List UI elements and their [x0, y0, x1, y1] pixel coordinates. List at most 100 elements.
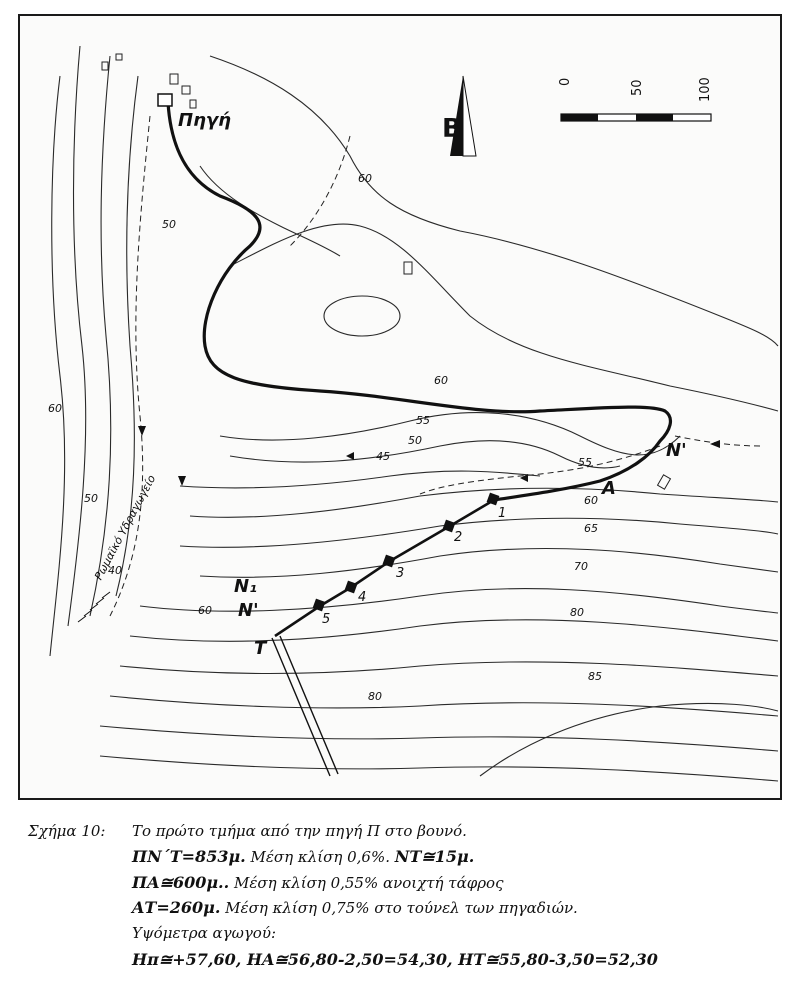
caption-line-2: ΠΝ΄Τ=853μ. Μέση κλίση 0,6%. ΝΤ≅15μ. — [132, 847, 474, 866]
stream-line — [109, 115, 151, 617]
point-a-label: A — [602, 478, 616, 499]
contour-line — [119, 661, 779, 677]
contour-label: 60 — [198, 604, 212, 617]
contour-line — [49, 75, 66, 657]
building — [403, 261, 413, 275]
contour-line — [199, 165, 341, 257]
shaft-marker — [312, 598, 326, 612]
scale-bar — [560, 113, 712, 122]
contour-line — [229, 440, 621, 469]
contour-line — [209, 55, 779, 347]
caption-line-4: ΑΤ=260μ. Μέση κλίση 0,75% στο τούνελ των… — [132, 898, 578, 917]
shaft-marker — [344, 580, 358, 594]
contour-label: 45 — [376, 450, 390, 463]
contour-line — [89, 55, 112, 617]
caption-line-4-bold: ΑΤ=260μ. — [132, 898, 221, 917]
contour-label: 80 — [368, 690, 382, 703]
contour-label: 50 — [408, 434, 422, 447]
building — [169, 73, 179, 85]
building — [101, 61, 109, 71]
stream-line — [419, 445, 661, 495]
aqueduct-channel — [166, 101, 673, 502]
hatching — [77, 591, 111, 623]
scale-tick-100: 100 — [698, 77, 713, 102]
topographic-map: Πηγή Β 0 50 100 A N' N₁ N' T Ρωμαϊκό Υδρ… — [18, 14, 782, 800]
shaft-label-5: 5 — [322, 612, 331, 627]
source-label: Πηγή — [178, 110, 231, 131]
shaft-label-2: 2 — [454, 530, 463, 545]
caption-line-5: Υψόμετρα αγωγού: — [132, 924, 277, 942]
building — [181, 85, 191, 95]
caption-line-3: ΠΑ≅600μ.. Μέση κλίση 0,55% ανοιχτή τάφρο… — [132, 873, 503, 892]
building — [656, 474, 672, 490]
contour-line — [109, 695, 779, 717]
stream-line — [289, 135, 351, 247]
contour-label: 55 — [578, 456, 592, 469]
contour-hilltop — [323, 295, 401, 337]
shaft-label-3: 3 — [396, 566, 405, 581]
point-n-prime-label: N' — [666, 440, 687, 461]
contour-line — [179, 470, 541, 489]
contour-label: 60 — [358, 172, 372, 185]
stream-lines — [109, 115, 761, 617]
shaft-marker — [486, 492, 500, 506]
contour-label: 50 — [84, 492, 98, 505]
source-box — [157, 93, 173, 107]
outlet-channel — [271, 635, 339, 777]
contour-label: 70 — [574, 560, 588, 573]
contour-line — [479, 702, 779, 777]
shaft-label-4: 4 — [358, 590, 367, 605]
contour-line — [219, 412, 681, 456]
contour-label: 60 — [434, 374, 448, 387]
caption-line-1: Το πρώτο τμήμα από την πηγή Π στο βουνό. — [132, 822, 467, 840]
shaft-label-1: 1 — [498, 506, 507, 521]
contour-line — [99, 725, 779, 752]
flow-arrow — [710, 440, 720, 448]
caption-line-2-bold: ΠΝ΄Τ=853μ. — [132, 847, 246, 866]
building — [189, 99, 197, 109]
point-t-label: T — [254, 638, 267, 659]
contour-line — [115, 75, 139, 597]
caption-line-6: Ηπ≅+57,60, ΗΑ≅56,80-2,50=54,30, ΗΤ≅55,80… — [132, 950, 658, 969]
map-drawing — [49, 45, 779, 782]
caption-line-3-bold: ΠΑ≅600μ.. — [132, 873, 230, 892]
north-arrow — [450, 75, 477, 157]
figure-label: Σχήμα 10: — [28, 822, 106, 840]
contour-label: 60 — [584, 494, 598, 507]
flow-arrow — [178, 476, 186, 486]
contour-label: 40 — [108, 564, 122, 577]
buildings — [101, 53, 672, 490]
contour-label: 55 — [416, 414, 430, 427]
caption-line-2-bold2: ΝΤ≅15μ. — [394, 847, 475, 866]
shaft-marker — [382, 554, 396, 568]
caption-line-4-rest: Μέση κλίση 0,75% στο τούνελ των πηγαδιών… — [220, 899, 578, 917]
flow-arrows — [138, 426, 720, 486]
scale-tick-50: 50 — [630, 79, 645, 96]
shaft-markers — [312, 492, 500, 612]
contour-line — [67, 45, 87, 627]
contour-line — [229, 223, 779, 412]
caption-line-2-rest: Μέση κλίση 0,6%. — [245, 848, 395, 866]
shaft-marker — [442, 519, 456, 533]
contour-label: 60 — [48, 402, 62, 415]
building — [115, 53, 123, 61]
contour-line — [199, 547, 779, 578]
point-n1-label: N₁ — [234, 576, 257, 597]
contour-label: 85 — [588, 670, 602, 683]
flow-arrow — [520, 474, 528, 482]
contour-line — [99, 755, 779, 782]
scale-tick-0: 0 — [558, 77, 573, 86]
contour-line — [179, 517, 779, 548]
point-n-prime-2-label: N' — [238, 600, 259, 621]
contour-line — [139, 588, 779, 614]
contour-line — [189, 487, 779, 518]
shaft-tunnel — [274, 498, 495, 638]
contour-lines — [49, 45, 779, 782]
flow-arrow — [346, 452, 354, 460]
contour-line — [129, 619, 779, 642]
contour-label: 50 — [162, 218, 176, 231]
contour-label: 65 — [584, 522, 598, 535]
caption-line-3-rest: Μέση κλίση 0,55% ανοιχτή τάφρος — [229, 874, 504, 892]
flow-arrow — [138, 426, 146, 436]
contour-label: 80 — [570, 606, 584, 619]
